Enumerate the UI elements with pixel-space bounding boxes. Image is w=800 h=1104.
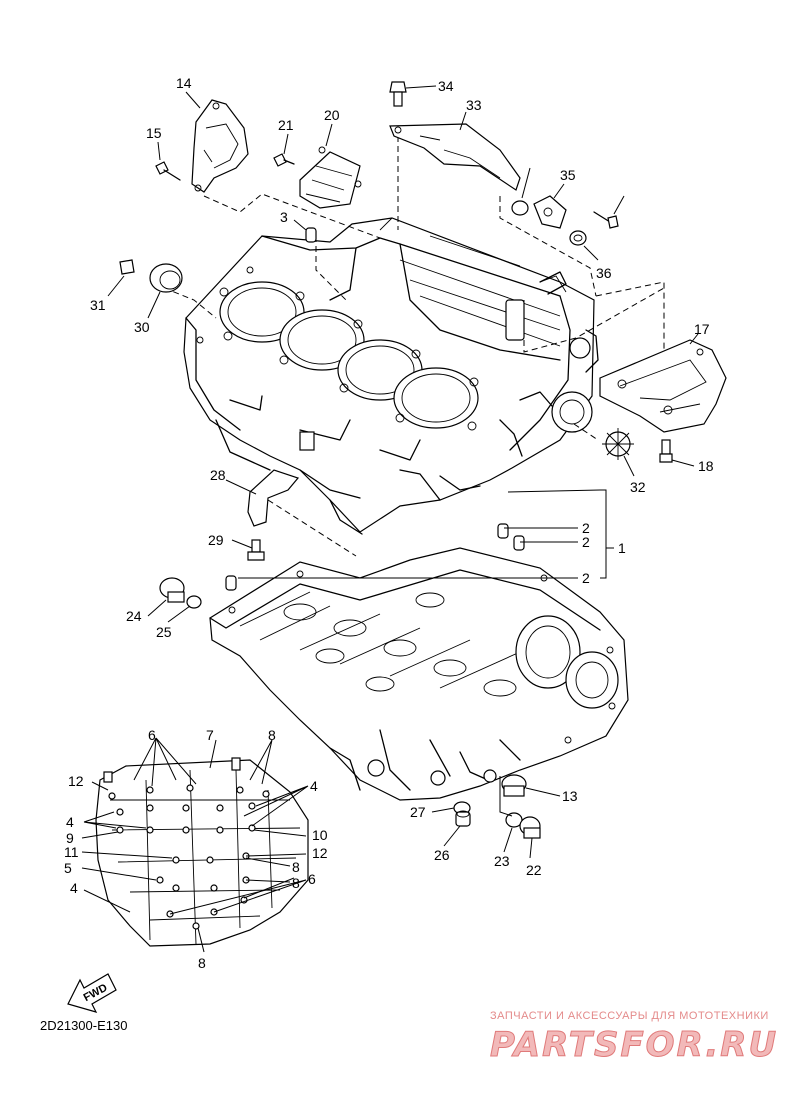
bolt-15 (155, 161, 181, 181)
callout-29: 31 (90, 297, 106, 313)
callout-8a: 8 (268, 727, 276, 743)
callout-8b: 8 (292, 859, 300, 875)
collar-24 (455, 810, 471, 827)
leader-lines (81, 85, 699, 953)
lower-crankcase (209, 547, 629, 801)
cap-28 (149, 263, 183, 293)
callout-17: 18 (698, 458, 714, 474)
o-ring-23 (186, 595, 202, 609)
callout-21: 23 (494, 853, 510, 869)
callout-8c: 8 (292, 875, 300, 891)
forward-direction-arrow: FWD (67, 973, 117, 1013)
o-ring-35 (511, 200, 529, 216)
callout-4b: 4 (310, 778, 318, 794)
callout-27: 29 (208, 532, 224, 548)
plug-22 (159, 577, 185, 603)
bolt-17 (659, 439, 673, 463)
callout-24: 26 (434, 847, 450, 863)
callout-12b: 12 (312, 845, 328, 861)
fitting-33 (533, 195, 567, 229)
bolt-layout-inset (95, 757, 309, 947)
dowel-2b (513, 535, 525, 551)
callout-6a: 6 (148, 727, 156, 743)
plug-13 (501, 774, 527, 797)
callout-2c: 2 (582, 570, 590, 586)
drawing-code: 2D21300-E130 (40, 1018, 127, 1033)
dowel-3 (305, 227, 317, 243)
damper-30 (602, 428, 634, 460)
callout-30: 32 (630, 479, 646, 495)
breather-cover-14 (191, 99, 249, 193)
plate-31 (389, 123, 521, 191)
plug-20 (519, 816, 541, 839)
callout-8d: 8 (198, 955, 206, 971)
callout-16: 17 (694, 321, 710, 337)
dowel-2a (497, 523, 509, 539)
callout-7: 7 (206, 727, 214, 743)
bolt-32 (389, 81, 407, 107)
plate-18 (299, 146, 362, 209)
callout-12a: 12 (68, 773, 84, 789)
baffle-plate-16 (599, 339, 727, 433)
callout-34: 36 (596, 265, 612, 281)
callout-9a: 9 (66, 830, 74, 846)
bearing-26 (247, 469, 300, 527)
watermark: ЗАПЧАСТИ И АКСЕССУАРЫ ДЛЯ МОТОТЕХНИКИ PA… (490, 1010, 778, 1066)
callout-31: 33 (466, 97, 482, 113)
callout-32: 34 (438, 78, 454, 94)
callout-10: 5 (64, 860, 72, 876)
callout-5: 4 (70, 880, 78, 896)
watermark-tagline: ЗАПЧАСТИ И АКСЕССУАРЫ ДЛЯ МОТОТЕХНИКИ (490, 1010, 769, 1022)
callout-2a: 2 (582, 520, 590, 536)
callout-20: 22 (526, 862, 542, 878)
bolt-27 (247, 539, 265, 561)
callout-9b: 10 (312, 827, 328, 843)
bolt-36 (593, 211, 619, 229)
callout-1: 1 (618, 540, 626, 556)
callout-25: 27 (410, 804, 426, 820)
callout-labels: 14 15 21 20 3 31 30 34 33 35 36 17 18 32… (64, 75, 714, 971)
callout-28: 30 (134, 319, 150, 335)
callout-26: 28 (210, 467, 226, 483)
bolt-19 (273, 153, 295, 167)
callout-22: 24 (126, 608, 142, 624)
callout-18: 20 (324, 107, 340, 123)
watermark-brand: PARTSFOR.RU (490, 1025, 778, 1065)
callout-11: 11 (64, 844, 79, 860)
callout-19: 21 (278, 117, 294, 133)
upper-crankcase (183, 217, 599, 535)
bolt-29 (119, 259, 135, 275)
callout-3: 3 (280, 209, 288, 225)
callout-2b: 2 (582, 534, 590, 550)
callout-33: 35 (560, 167, 576, 183)
collar-34 (569, 230, 587, 246)
callout-23: 25 (156, 624, 172, 640)
callout-15: 15 (146, 125, 162, 141)
dowel-2c (225, 575, 237, 591)
callout-13: 13 (562, 788, 578, 804)
callout-14: 14 (176, 75, 192, 91)
callout-4a: 4 (66, 814, 74, 830)
callout-6b: 6 (308, 871, 316, 887)
